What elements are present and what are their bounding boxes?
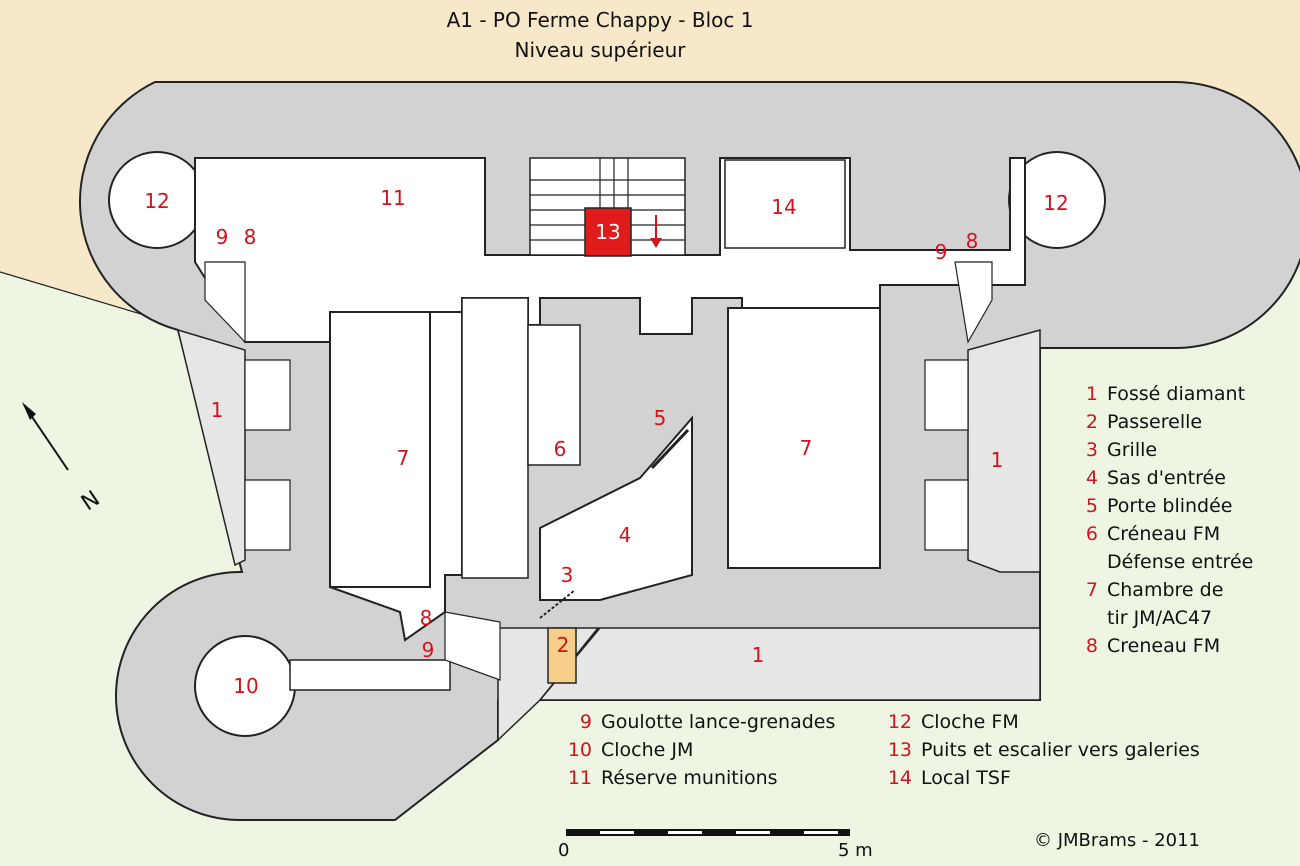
legend-text: Porte blindée (1107, 495, 1233, 517)
legend-number: 6 (1085, 523, 1098, 545)
legend-item: 5 Porte blindée (1080, 492, 1253, 520)
label-chamber-right: 7 (800, 436, 813, 460)
legend-text: Creneau FM (1107, 635, 1221, 657)
legend-bottom-right: 12 Cloche FM 13 Puits et escalier vers gale… (880, 708, 1200, 792)
scale-end: 5 m (838, 840, 873, 861)
legend-text: Goulotte lance-grenades (601, 711, 836, 733)
label-tsf: 14 (771, 195, 796, 219)
legend-text: Passerelle (1107, 411, 1203, 433)
corridor-centre (461, 297, 529, 579)
legend-number: 11 (567, 767, 592, 789)
legend-number: 5 (1085, 495, 1098, 517)
shaft-arrowhead (650, 238, 662, 248)
diagram-title: A1 - PO Ferme Chappy - Bloc 1 (446, 8, 754, 32)
shaft-13 (584, 207, 632, 257)
label-grenade-left: 9 (216, 225, 229, 249)
legend-item: 11 Réserve munitions (560, 764, 835, 792)
legend-number: 14 (887, 767, 912, 789)
legend-item: Défense entrée (1080, 548, 1253, 576)
legend-number: 2 (1085, 411, 1098, 433)
label-ditch-right: 1 (991, 448, 1004, 472)
legend-number: 9 (579, 711, 592, 733)
label-grenade-right: 9 (935, 240, 948, 264)
legend-item: 13 Puits et escalier vers galeries (880, 736, 1200, 764)
legend-text: Sas d'entrée (1107, 467, 1226, 489)
legend-number: 4 (1085, 467, 1098, 489)
legend-number: 8 (1085, 635, 1098, 657)
label-ditch-bottom: 1 (752, 643, 765, 667)
label-cloche-jm: 10 (233, 674, 258, 698)
legend-item: 6 Créneau FM (1080, 520, 1253, 548)
legend-item: 7 Chambre de (1080, 576, 1253, 604)
legend-item: 8 Creneau FM (1080, 632, 1253, 660)
legend-text: Réserve munitions (601, 767, 778, 789)
armored-door (650, 428, 690, 470)
legend-item: 1 Fossé diamant (1080, 380, 1253, 408)
ditch-left (176, 328, 246, 567)
legend-item: 9 Goulotte lance-grenades (560, 708, 835, 736)
legend-text: Fossé diamant (1107, 383, 1246, 405)
tsf-room (724, 159, 846, 249)
label-chamber-left: 7 (397, 446, 410, 470)
legend-right: 1 Fossé diamant 2 Passerelle 3 Grille 4 Sas d'e… (1080, 380, 1253, 660)
legend-text: Créneau FM (1107, 523, 1221, 545)
diagram-subtitle: Niveau supérieur (514, 38, 686, 62)
legend-item: 3 Grille (1080, 436, 1253, 464)
copyright: © JMBrams - 2011 (1034, 830, 1200, 851)
label-walkway: 2 (557, 633, 570, 657)
label-grille: 3 (561, 563, 574, 587)
legend-number: 1 (1085, 383, 1098, 405)
label-fm-lower: 8 (420, 606, 433, 630)
chamber-right (727, 307, 881, 569)
cloche-jm-corridor (289, 659, 451, 691)
legend-number (1080, 604, 1098, 632)
scale-start: 0 (558, 840, 570, 861)
label-cloche-fm-left: 12 (144, 189, 169, 213)
legend-text: Local TSF (921, 767, 1011, 789)
label-ammo-reserve: 11 (380, 186, 405, 210)
legend-item: 14 Local TSF (880, 764, 1200, 792)
legend-number: 10 (567, 739, 592, 761)
legend-text: Chambre de (1107, 579, 1224, 601)
label-ditch-left: 1 (211, 398, 224, 422)
legend-number: 3 (1085, 439, 1098, 461)
legend-number: 7 (1085, 579, 1098, 601)
label-door: 5 (654, 406, 667, 430)
north-arrow-icon: N (22, 402, 105, 516)
legend-text: Grille (1107, 439, 1158, 461)
legend-item: 10 Cloche JM (560, 736, 835, 764)
label-cloche-fm-right: 12 (1043, 191, 1068, 215)
grille (539, 589, 576, 619)
legend-bottom-left: 9 Goulotte lance-grenades 10 Cloche JM 11 Rés… (560, 708, 836, 792)
legend-item: 12 Cloche FM (880, 708, 1200, 736)
legend-text: Cloche JM (601, 739, 694, 761)
legend-number (1080, 548, 1098, 576)
label-fm-embrasure: 6 (554, 437, 567, 461)
legend-text: Puits et escalier vers galeries (921, 739, 1200, 761)
legend-text: Défense entrée (1107, 551, 1254, 573)
north-label: N (77, 486, 105, 516)
label-shaft: 13 (595, 220, 620, 244)
legend-number: 13 (887, 739, 912, 761)
legend-item: tir JM/AC47 (1080, 604, 1253, 632)
legend-text: Cloche FM (921, 711, 1019, 733)
label-fm-left: 8 (244, 225, 257, 249)
legend-item: 4 Sas d'entrée (1080, 464, 1253, 492)
walkway-2 (547, 627, 577, 684)
scale-bar (566, 829, 850, 836)
entrance-airlock (539, 415, 693, 601)
stairs (530, 158, 685, 241)
room-6 (527, 324, 581, 466)
embrasures (204, 261, 993, 681)
legend-item: 2 Passerelle (1080, 408, 1253, 436)
chamber-left (329, 311, 431, 588)
legend-text: tir JM/AC47 (1107, 607, 1213, 629)
label-fm-right: 8 (966, 229, 979, 253)
legend-number: 12 (887, 711, 912, 733)
label-airlock: 4 (619, 523, 632, 547)
label-grenade-lower: 9 (422, 638, 435, 662)
